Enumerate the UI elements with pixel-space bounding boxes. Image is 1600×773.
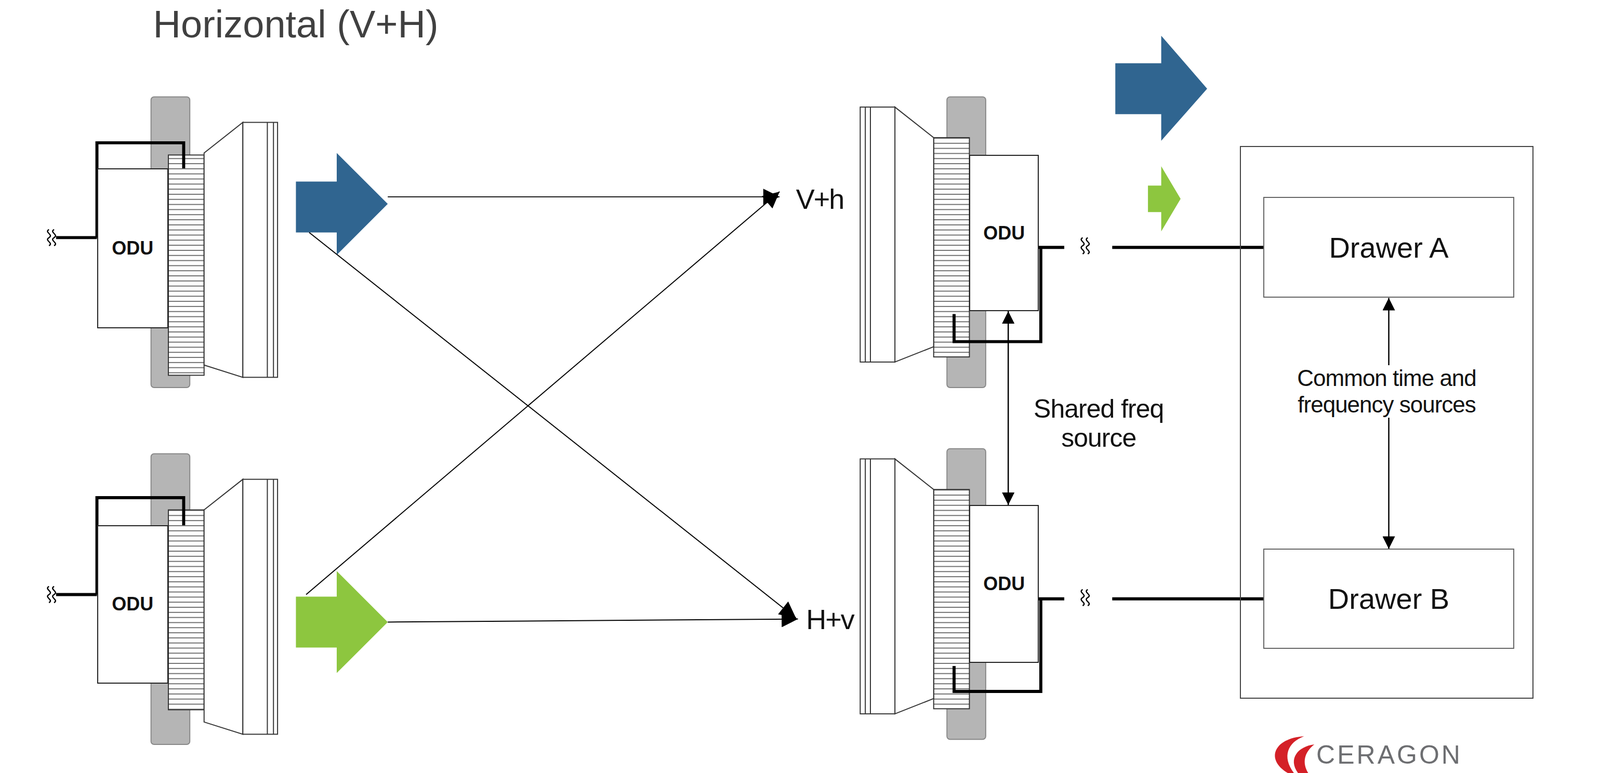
connector bbox=[1038, 245, 1264, 249]
slide-title: Horizontal (V+H) bbox=[153, 2, 439, 47]
connector bbox=[1007, 311, 1010, 506]
propagation-path bbox=[306, 191, 798, 623]
odu-label: ODU bbox=[983, 573, 1025, 595]
odu-box: ODU bbox=[969, 505, 1039, 664]
blue-signal-arrow bbox=[1115, 35, 1208, 141]
blue-signal-arrow bbox=[295, 152, 388, 255]
connector-label: Shared freq source bbox=[1015, 394, 1182, 453]
odu-label: ODU bbox=[111, 237, 154, 260]
connector bbox=[1038, 597, 1264, 601]
logo-mark bbox=[1275, 736, 1315, 773]
green-signal-arrow bbox=[1147, 166, 1181, 232]
indoor-unit-frame: Common time and frequency sourcesDrawer … bbox=[1239, 146, 1535, 699]
drawer-box: Drawer A bbox=[1263, 196, 1515, 298]
odu-box: ODU bbox=[969, 154, 1039, 311]
signal-label: H+v bbox=[805, 603, 854, 636]
drawer-label: Drawer A bbox=[1328, 230, 1449, 265]
green-signal-arrow bbox=[295, 571, 388, 673]
odu-box: ODU bbox=[97, 525, 169, 684]
odu-label: ODU bbox=[111, 593, 154, 616]
right-antenna bbox=[860, 448, 1090, 740]
right-antenna bbox=[860, 96, 1090, 388]
odu-box: ODU bbox=[97, 168, 169, 329]
left-antenna bbox=[47, 96, 278, 388]
logo-text: CERAGON bbox=[1316, 739, 1463, 771]
left-antenna bbox=[47, 454, 278, 745]
connector bbox=[1387, 297, 1390, 549]
signal-label: V+h bbox=[796, 182, 844, 216]
odu-label: ODU bbox=[983, 222, 1025, 245]
frame-note: Common time and frequency sources bbox=[1272, 365, 1502, 418]
drawer-box: Drawer B bbox=[1263, 548, 1515, 649]
drawer-label: Drawer B bbox=[1328, 582, 1450, 616]
